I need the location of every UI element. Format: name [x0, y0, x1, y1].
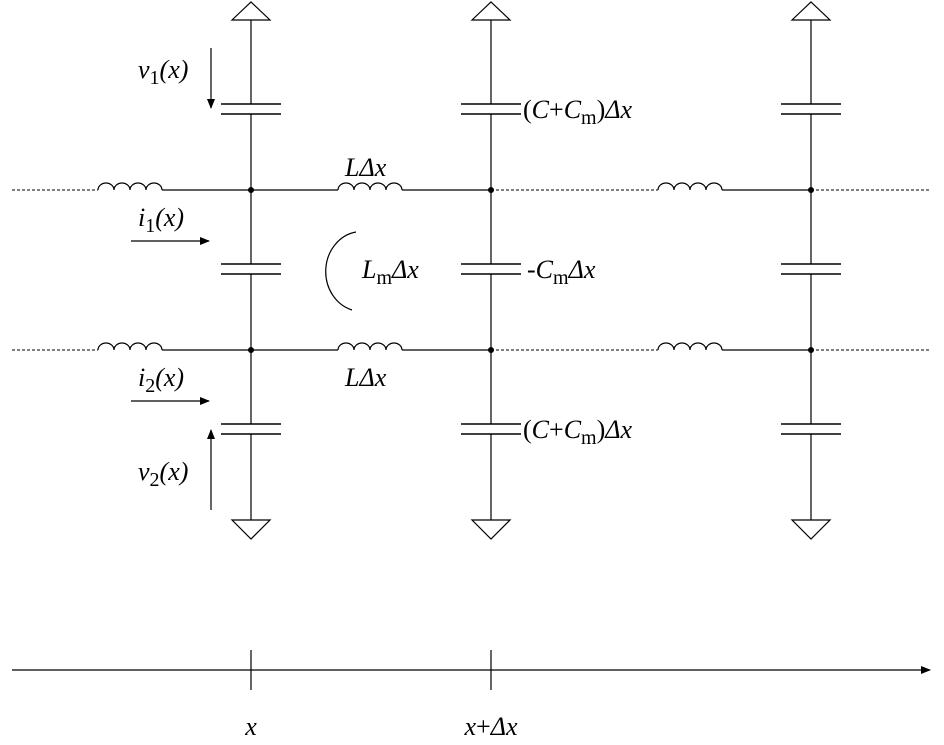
inductor-line2-left: [97, 342, 163, 351]
label-l-bottom: LΔx: [344, 363, 387, 392]
label-v2: v2(x): [138, 457, 188, 491]
label-v1: v1(x): [138, 55, 188, 89]
label-cap-bottom: (C+Cm)Δx: [523, 415, 633, 449]
conductor-line-1: [12, 182, 930, 191]
inductor-line1-left: [97, 182, 163, 191]
label-cap-mid: -CmΔx: [527, 255, 596, 289]
label-i2: i2(x): [138, 363, 184, 397]
label-lm: LmΔx: [361, 255, 419, 289]
label-l-top: LΔx: [344, 153, 387, 182]
conductor-line-2: [12, 342, 930, 351]
axis-label-x-plus-dx: x+Δx: [463, 712, 517, 741]
label-cap-top: (C+Cm)Δx: [523, 95, 633, 129]
shunt-column-x-plus-dx: [461, 1, 521, 540]
shunt-column-x: [221, 1, 281, 540]
inductor-line1-right: [657, 182, 723, 191]
shunt-column-right: [781, 1, 841, 540]
inductor-line2-right: [657, 342, 723, 351]
inductor-line1-middle: [337, 182, 403, 191]
label-i1: i1(x): [138, 203, 184, 237]
mutual-inductance-arc: [325, 231, 357, 311]
inductor-line2-middle: [337, 342, 403, 351]
axis-label-x: x: [244, 712, 257, 741]
position-axis: [12, 650, 931, 690]
